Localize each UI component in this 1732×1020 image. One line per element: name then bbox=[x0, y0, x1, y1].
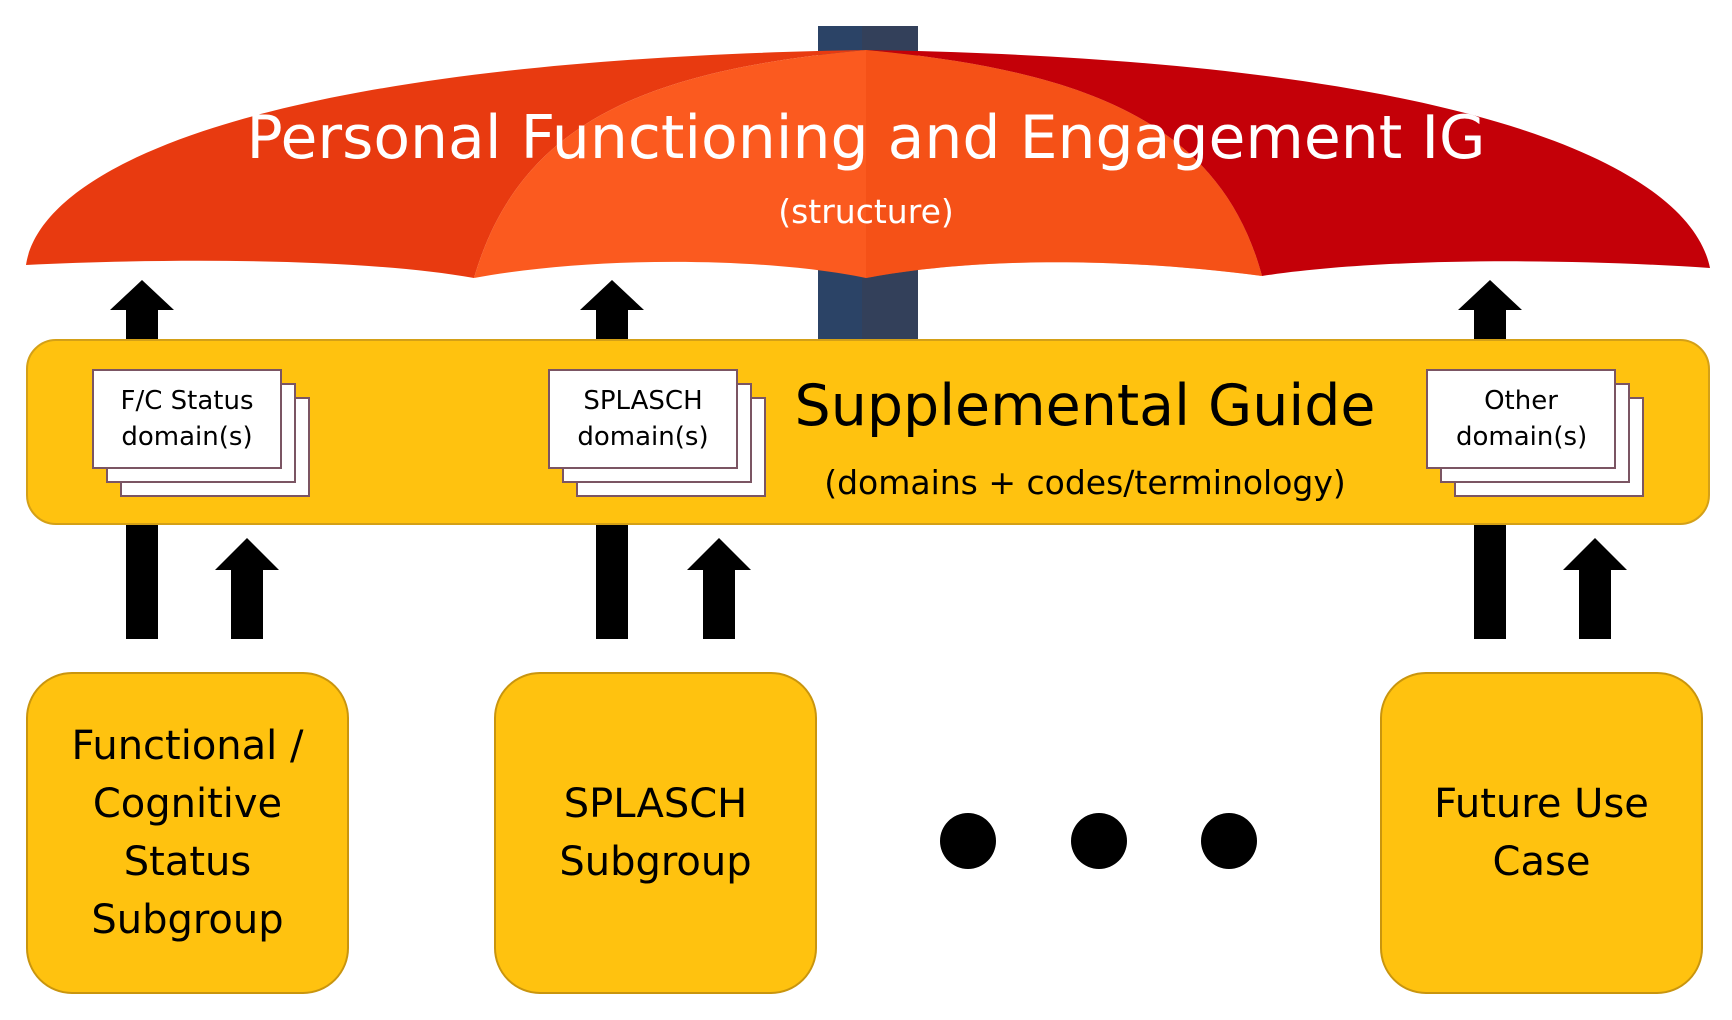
arrow-up-guide-to-umbrella-1 bbox=[110, 280, 174, 340]
domain-stack-label: SPLASCH domain(s) bbox=[577, 386, 709, 452]
arrow-up-subgroup-1 bbox=[215, 538, 279, 639]
supplemental-guide-title: Supplemental Guide bbox=[794, 373, 1376, 439]
arrow-up-guide-to-umbrella-3 bbox=[1458, 280, 1522, 340]
arrow-up-guide-to-umbrella-2 bbox=[580, 280, 644, 340]
arrow-shaft-subgroup-3-long bbox=[1474, 525, 1506, 639]
umbrella-canopy-right-panel bbox=[866, 50, 1710, 276]
document-sheet-front: Other domain(s) bbox=[1426, 369, 1616, 469]
ellipsis-dot-3 bbox=[1201, 813, 1257, 869]
subgroup-functional-cognitive: Functional / Cognitive Status Subgroup bbox=[26, 672, 349, 994]
subgroup-label: SPLASCH Subgroup bbox=[559, 781, 752, 885]
domain-stack-label: F/C Status domain(s) bbox=[120, 386, 254, 452]
document-sheet-front: SPLASCH domain(s) bbox=[548, 369, 738, 469]
document-sheet-front: F/C Status domain(s) bbox=[92, 369, 282, 469]
subgroup-future-use-case: Future Use Case bbox=[1380, 672, 1703, 994]
subgroup-label: Future Use Case bbox=[1434, 781, 1649, 885]
umbrella-title: Personal Functioning and Engagement IG bbox=[246, 103, 1486, 173]
subgroup-splasch: SPLASCH Subgroup bbox=[494, 672, 817, 994]
domain-stack-label: Other domain(s) bbox=[1456, 386, 1588, 452]
supplemental-guide-subtitle: (domains + codes/terminology) bbox=[824, 463, 1346, 502]
arrow-up-subgroup-3 bbox=[1563, 538, 1627, 639]
ellipsis-dot-1 bbox=[940, 813, 996, 869]
umbrella-canopy-left-panel bbox=[26, 50, 866, 278]
arrow-shaft-subgroup-2-long bbox=[596, 525, 628, 639]
subgroup-label: Functional / Cognitive Status Subgroup bbox=[71, 723, 304, 943]
umbrella-subtitle: (structure) bbox=[778, 192, 954, 231]
ellipsis-dot-2 bbox=[1071, 813, 1127, 869]
arrow-shaft-subgroup-1-long bbox=[126, 525, 158, 639]
umbrella-canopy-right-inner bbox=[866, 50, 1262, 278]
arrow-up-subgroup-2 bbox=[687, 538, 751, 639]
